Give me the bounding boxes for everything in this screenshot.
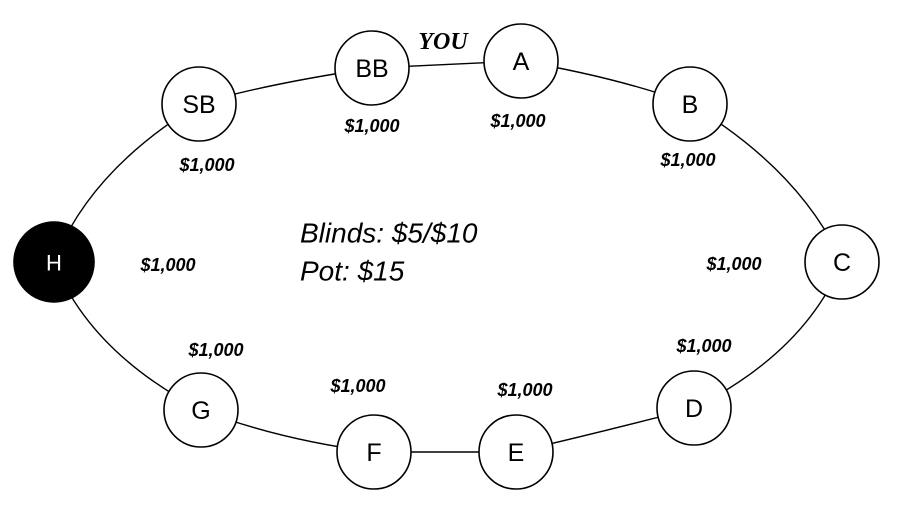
seat-g: G xyxy=(163,372,239,448)
seat-label: F xyxy=(366,439,381,467)
seat-label: C xyxy=(833,249,851,277)
pot-text: Pot: $15 xyxy=(300,256,405,287)
seat-sb: SB xyxy=(161,66,237,142)
you-label: YOU xyxy=(418,29,469,55)
stack-bb: $1,000 xyxy=(343,116,399,136)
stack-g: $1,000 xyxy=(187,340,243,360)
seat-label: H xyxy=(46,251,62,276)
stack-d: $1,000 xyxy=(675,336,731,356)
seat-c: C xyxy=(804,224,880,300)
stack-a: $1,000 xyxy=(489,111,545,131)
seat-label: SB xyxy=(182,91,215,119)
stack-b: $1,000 xyxy=(659,150,715,170)
stack-e: $1,000 xyxy=(496,380,552,400)
stack-c: $1,000 xyxy=(705,254,761,274)
stack-sb: $1,000 xyxy=(178,155,234,175)
seat-label: B xyxy=(682,91,699,119)
seat-label: BB xyxy=(355,55,388,83)
seat-f: F xyxy=(336,414,412,490)
seat-bb: BB xyxy=(334,30,410,106)
seat-label: A xyxy=(513,48,530,76)
seat-e: E xyxy=(478,414,554,490)
seat-h-dealer: H xyxy=(13,221,95,303)
stack-h: $1,000 xyxy=(139,255,195,275)
seat-a: A xyxy=(483,23,559,99)
seat-label: G xyxy=(191,397,210,425)
seat-d: D xyxy=(656,370,732,446)
seat-label: E xyxy=(508,439,525,467)
blinds-text: Blinds: $5/$10 xyxy=(300,218,478,249)
seat-b: B xyxy=(652,66,728,142)
stack-f: $1,000 xyxy=(329,376,385,396)
seat-label: D xyxy=(685,395,703,423)
